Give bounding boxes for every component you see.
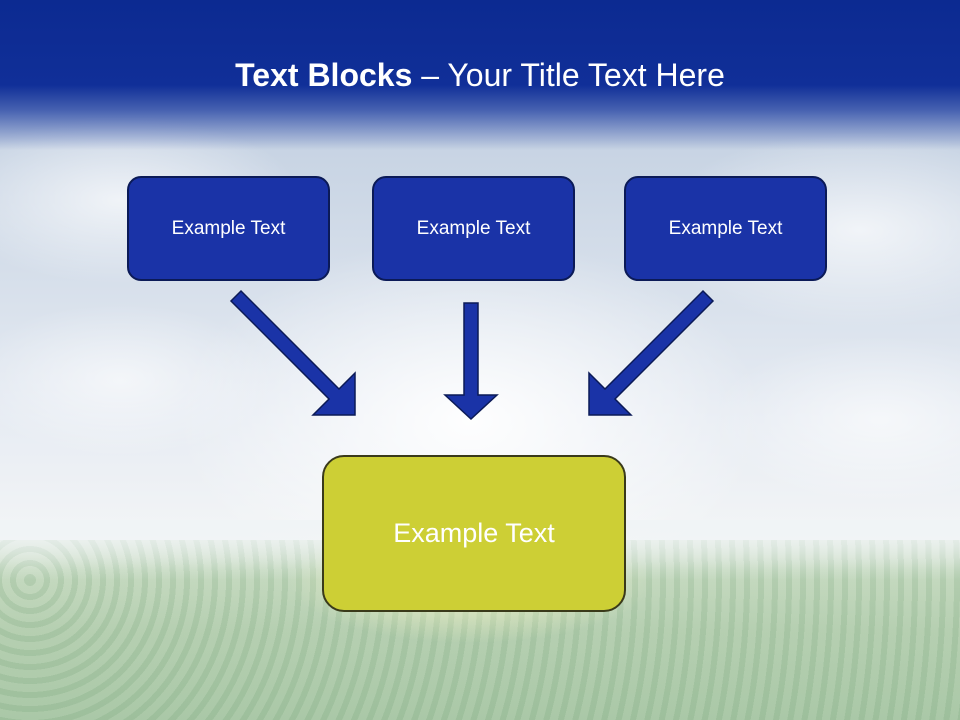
text-block-1-label: Example Text <box>171 217 286 239</box>
arrow-right <box>588 289 715 416</box>
title-rest: – Your Title Text Here <box>412 57 725 93</box>
slide-title: Text Blocks – Your Title Text Here <box>0 52 960 98</box>
text-block-2: Example Text <box>372 176 575 281</box>
title-bar: Text Blocks – Your Title Text Here <box>0 0 960 150</box>
text-block-3-label: Example Text <box>668 217 783 239</box>
arrow-center <box>443 302 499 421</box>
result-block-label: Example Text <box>393 518 555 548</box>
text-block-2-label: Example Text <box>416 217 531 239</box>
text-block-3: Example Text <box>624 176 827 281</box>
arrow-left <box>229 289 356 416</box>
text-block-1: Example Text <box>127 176 330 281</box>
result-block: Example Text <box>322 455 626 612</box>
title-bold: Text Blocks <box>235 57 413 93</box>
